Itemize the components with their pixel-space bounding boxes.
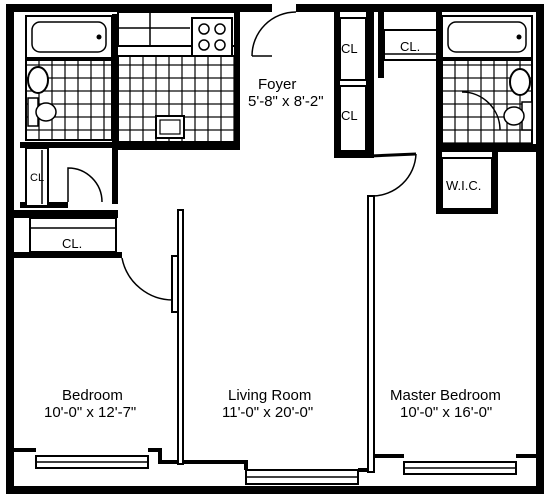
wic-label: W.I.C.: [446, 178, 481, 193]
windows: [14, 448, 536, 485]
foyer-closets: [334, 12, 374, 158]
master-bedroom-dims: 10'-0" x 16'-0": [400, 404, 492, 421]
bedroom-door: [121, 255, 179, 313]
kitchen: [117, 11, 240, 150]
foyer-dims: 5'-8" x 8'-2": [248, 93, 324, 110]
master-door: [369, 152, 417, 197]
right-bathroom: [436, 12, 536, 210]
master-bedroom-name: Master Bedroom: [390, 387, 501, 404]
closet-left-label: CL: [30, 172, 44, 184]
top-right-closet: [378, 12, 441, 78]
closet-foyer-lower-label: CL: [341, 108, 358, 123]
closet-top-right-label: CL.: [400, 39, 420, 54]
closet-foyer-upper-label: CL: [341, 41, 358, 56]
walk-in-closet: [436, 152, 498, 214]
living-room-name: Living Room: [228, 387, 311, 404]
bedroom-closet: [14, 210, 122, 258]
entry-door: [251, 11, 297, 57]
foyer-name: Foyer: [258, 76, 296, 93]
bedroom-name: Bedroom: [62, 387, 123, 404]
bedroom-dims: 10'-0" x 12'-7": [44, 404, 136, 421]
living-room-dims: 11'-0" x 20'-0": [222, 404, 313, 421]
left-bathroom: [20, 14, 118, 208]
interior-walls: [177, 12, 375, 473]
exterior-walls: [6, 4, 544, 494]
left-bath-closet: [25, 147, 49, 207]
closet-bedroom-label: CL.: [62, 236, 82, 251]
